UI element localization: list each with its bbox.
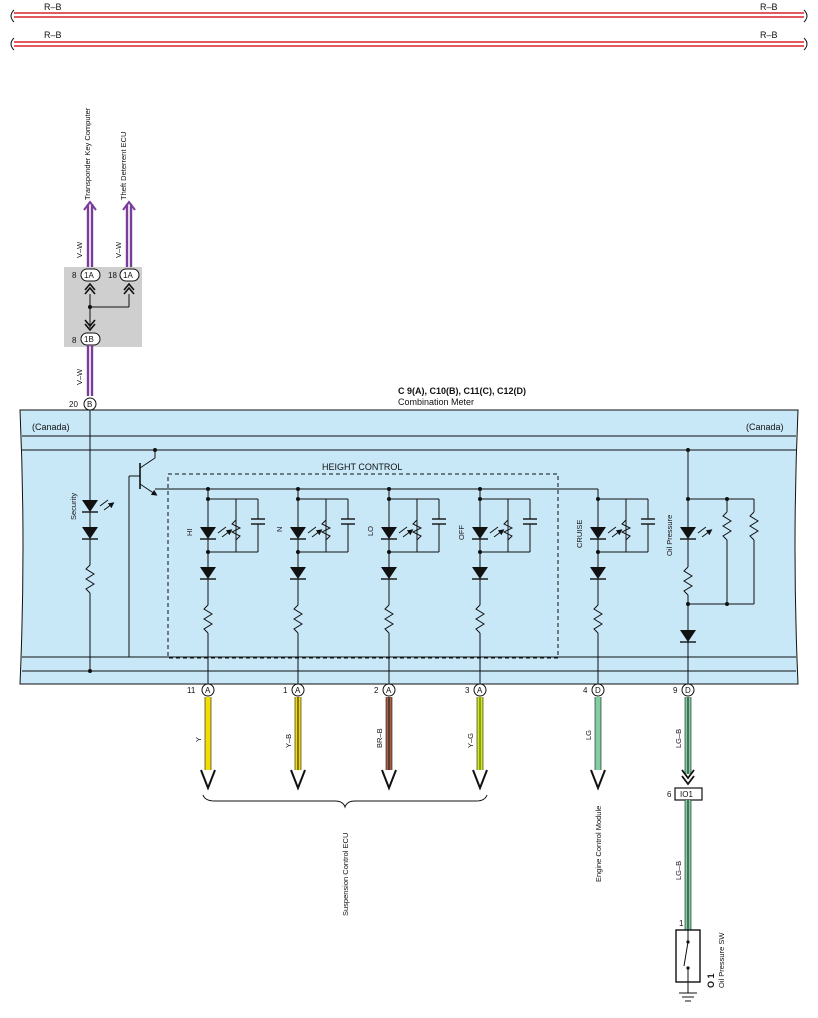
pin-20-b: 20 B: [69, 397, 97, 411]
svg-text:1: 1: [679, 919, 684, 928]
wire-y-b-label: Y–B: [284, 734, 293, 748]
top-wire-1: R–B R–B: [10, 2, 808, 23]
height-control-box: HEIGHT CONTROL: [167, 462, 559, 659]
jb-conn-1a-left: 1A: [84, 271, 94, 280]
top-wire-2-left-label: R–B: [44, 30, 62, 40]
svg-text:IO1: IO1: [680, 790, 693, 799]
jb-pin-8: 8: [72, 271, 77, 280]
svg-text:B: B: [87, 400, 92, 409]
svg-text:6: 6: [667, 790, 672, 799]
oil-switch-code: O 1: [706, 973, 716, 988]
jb-pin-8-bottom: 8: [72, 336, 77, 345]
cruise-label: CRUISE: [575, 520, 584, 548]
svg-text:D: D: [595, 686, 601, 695]
output-pin-1: 11 A: [187, 683, 215, 697]
indicator-oil-pressure: Oil Pressure: [665, 448, 759, 684]
wire-lg-label: LG: [584, 730, 593, 740]
svg-text:2: 2: [374, 686, 379, 695]
indicator-n: N: [275, 487, 355, 684]
wire-y-g: Y–G: [466, 697, 488, 791]
top-wire-1-left-label: R–B: [44, 2, 62, 12]
indicator-hi: HI: [185, 487, 265, 684]
wire-br-b-label: BR–B: [375, 728, 384, 748]
junction-box: 8 1A 18 1A 8 1B: [64, 267, 142, 347]
output-pin-2: 1 A: [283, 683, 305, 697]
dest-theft-label: Theft Deterrent ECU: [119, 132, 128, 200]
oil-pressure-switch: 1 O 1 Oil Pressure SW: [675, 919, 726, 1002]
height-control-label: HEIGHT CONTROL: [322, 462, 402, 472]
wire-lg-b-lower-label: LG–B: [674, 861, 683, 880]
indicator-off: OFF: [457, 487, 537, 684]
vw-wire-to-meter: V–W: [75, 345, 94, 396]
svg-text:3: 3: [465, 686, 470, 695]
lo-label: LO: [366, 526, 375, 536]
output-pin-3: 2 A: [374, 683, 396, 697]
dest-theft-wire-label: V–W: [114, 241, 123, 258]
output-pin-4: 3 A: [465, 683, 487, 697]
svg-text:A: A: [295, 686, 301, 695]
meter-connectors: C 9(A), C10(B), C11(C), C12(D): [398, 386, 526, 396]
dest-transponder: Transponder Key Computer V–W: [75, 107, 97, 268]
output-pin-5: 4 D: [583, 683, 605, 697]
indicator-lo: LO: [366, 487, 446, 684]
wire-y-label: Y: [194, 737, 203, 742]
hi-label: HI: [185, 529, 194, 537]
wire-y-g-label: Y–G: [466, 733, 475, 748]
wire-y-b: Y–B: [284, 697, 306, 791]
security-indicator: Security: [69, 410, 112, 673]
suspension-brace: Suspension Control ECU: [202, 794, 488, 916]
oil-switch-name: Oil Pressure SW: [717, 932, 726, 988]
oil-pressure-label: Oil Pressure: [665, 515, 674, 556]
svg-text:1: 1: [283, 686, 288, 695]
n-label: N: [275, 527, 284, 532]
wire-lg-b: LG–B: [674, 697, 695, 786]
engine-module-label: Engine Control Module: [594, 806, 603, 882]
top-wire-1-right-label: R–B: [760, 2, 778, 12]
top-wire-2-right-label: R–B: [760, 30, 778, 40]
suspension-ecu-label: Suspension Control ECU: [341, 833, 350, 916]
meter-region-left: (Canada): [32, 422, 70, 432]
transistor: [128, 448, 598, 657]
svg-text:11: 11: [187, 686, 196, 695]
indicator-cruise: CRUISE: [575, 489, 655, 684]
combination-meter-panel: (Canada) (Canada): [19, 409, 799, 685]
vw-wire-label: V–W: [75, 368, 84, 385]
svg-text:9: 9: [673, 686, 678, 695]
meter-name: Combination Meter: [398, 397, 474, 407]
svg-text:20: 20: [69, 400, 78, 409]
wire-lg-b-label: LG–B: [674, 729, 683, 748]
svg-text:A: A: [205, 686, 211, 695]
svg-text:D: D: [685, 686, 691, 695]
svg-text:4: 4: [583, 686, 588, 695]
wire-y: Y: [194, 697, 216, 791]
top-wire-2: R–B R–B: [10, 30, 808, 51]
svg-text:A: A: [477, 686, 483, 695]
jb-conn-1a-right: 1A: [123, 271, 133, 280]
dest-theft: Theft Deterrent ECU V–W: [114, 132, 136, 268]
security-label: Security: [69, 493, 78, 520]
jb-pin-18: 18: [108, 271, 117, 280]
meter-region-right: (Canada): [746, 422, 784, 432]
dest-transponder-label: Transponder Key Computer: [83, 107, 92, 200]
junction-io1: 6 IO1: [667, 787, 703, 801]
wire-lg-b-lower: LG–B: [674, 800, 692, 930]
dest-transponder-wire-label: V–W: [75, 241, 84, 258]
wire-lg: LG: [584, 697, 606, 791]
svg-text:A: A: [386, 686, 392, 695]
jb-conn-1b: 1B: [84, 335, 94, 344]
wire-br-b: BR–B: [375, 697, 397, 791]
output-pin-6: 9 D: [673, 683, 695, 697]
off-label: OFF: [457, 525, 466, 540]
